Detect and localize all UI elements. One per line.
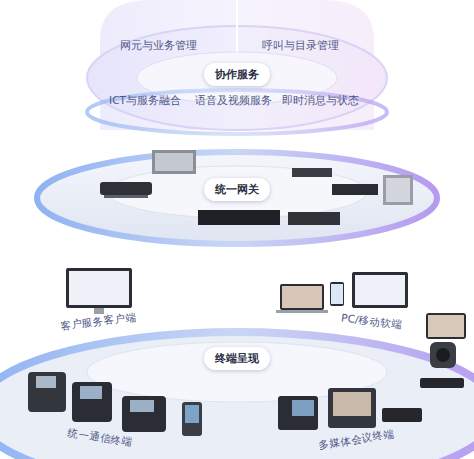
ring-label: 呼叫与目录管理 bbox=[262, 39, 339, 53]
ring-label: ICT与服务融合 bbox=[109, 94, 181, 108]
tier-title: 统一网关 bbox=[215, 182, 259, 197]
ring-label: 网元与业务管理 bbox=[120, 39, 197, 53]
tier-pill: 终端呈现 bbox=[204, 347, 270, 370]
tier-title: 终端呈现 bbox=[215, 351, 259, 366]
tier-pill: 协作服务 bbox=[204, 63, 270, 86]
ring-label: 即时消息与状态 bbox=[282, 94, 359, 108]
tier-pill: 统一网关 bbox=[204, 178, 270, 201]
ring-label: PC/移动软端 bbox=[341, 311, 403, 332]
tier-title: 协作服务 bbox=[215, 67, 259, 82]
ring-label: 语音及视频服务 bbox=[195, 94, 272, 108]
